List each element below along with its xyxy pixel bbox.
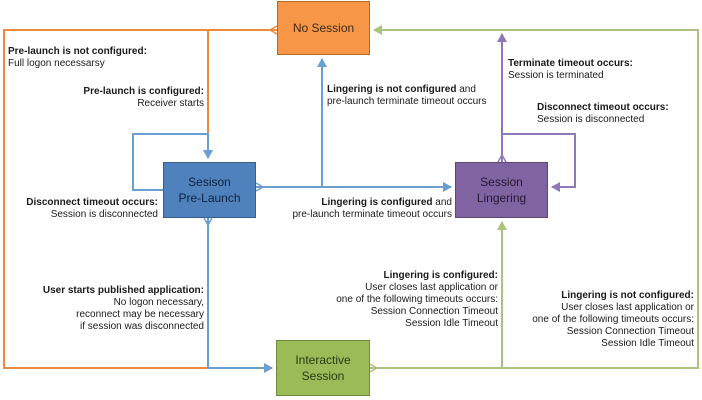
state-pre-launch-label-1: Sesison [188,175,231,189]
state-interactive-label-1: Interactive [295,353,351,367]
state-pre-launch-label-2: Pre-Launch [178,191,241,205]
label-disconnect-lingering: Disconnect timeout occurs: Session is di… [537,102,669,125]
label-lingering-not-configured-top: Lingering is not configured and pre-laun… [327,84,487,107]
label-prelaunch-not-configured: Pre-launch is not configured: Full logon… [8,46,147,69]
label-lingering-configured-mid: Lingering is configured and pre-launch t… [292,197,452,220]
label-lingering-configured-bottom: Lingering is configured: User closes las… [336,270,498,329]
edge-lingering-self-loop [502,133,576,192]
label-lingering-not-configured-bottom: Lingering is not configured: User closes… [532,290,694,349]
edge-interactive-to-nosession [373,25,699,369]
label-disconnect-prelaunch: Disconnect timeout occurs: Session is di… [26,197,158,220]
state-no-session: No Session [277,1,370,55]
state-lingering-label-1: Session [480,175,523,189]
edge-prelaunch-not-configured [3,29,277,373]
edge-prelaunch-configured [203,25,278,159]
state-lingering-label-2: Lingering [476,191,527,205]
label-prelaunch-configured: Pre-launch is configured: Receiver start… [83,86,204,109]
edge-prelaunch-to-interactive [203,217,273,373]
state-interactive: Interactive Session [276,340,370,396]
state-lingering: Session Lingering [455,162,548,218]
state-interactive-label-2: Session [301,369,345,383]
edge-prelaunch-self-loop [132,133,213,191]
label-terminate-timeout: Terminate timeout occurs: Session is ter… [508,58,633,81]
label-user-starts-app: User starts published application: No lo… [42,285,204,332]
state-no-session-label: No Session [292,21,355,35]
state-pre-launch: Sesison Pre-Launch [163,162,256,218]
